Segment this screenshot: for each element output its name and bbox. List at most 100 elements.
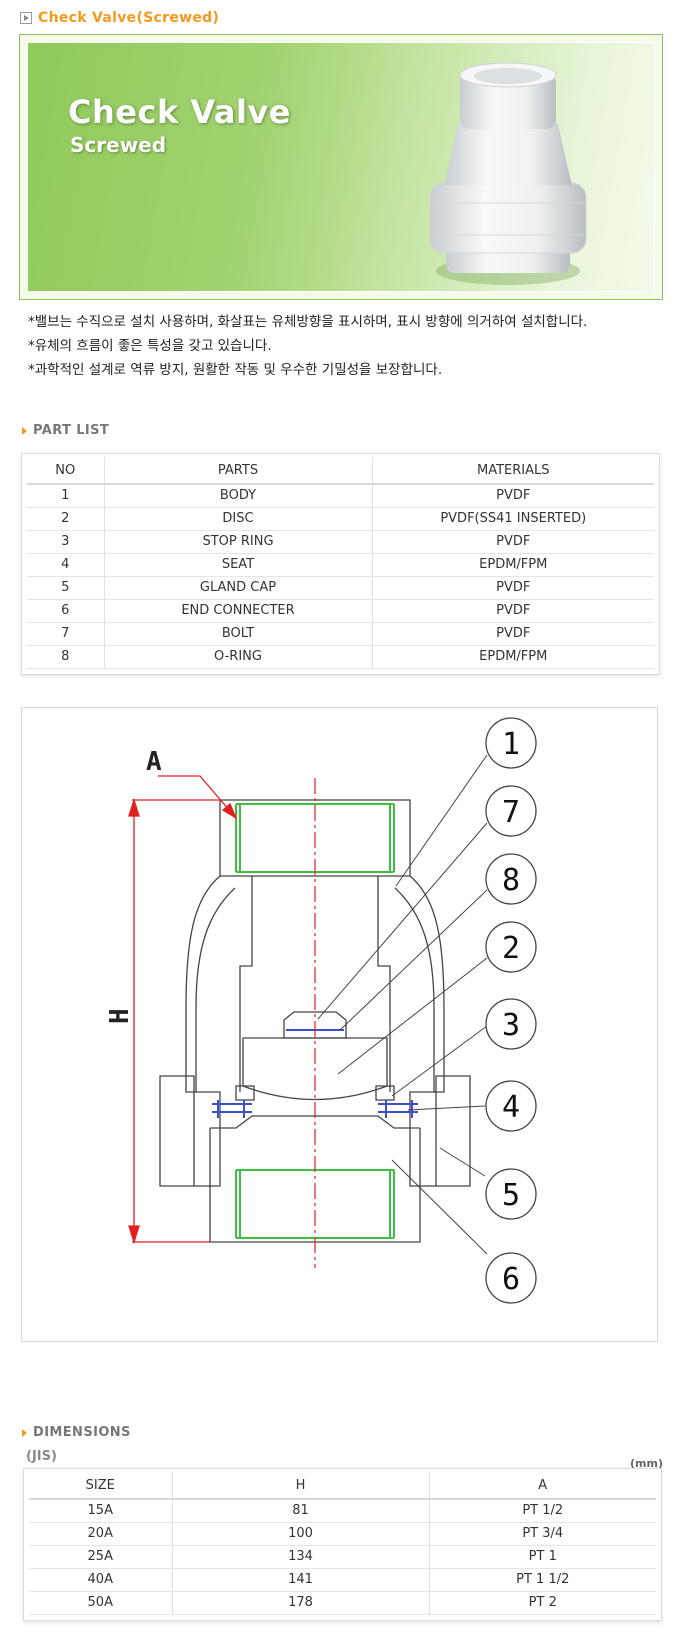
table-header-row: SIZE H A [29, 1472, 656, 1500]
leader-lines [317, 754, 488, 1255]
banner-title: Check Valve [68, 93, 291, 131]
callout-4: 4 [485, 1080, 537, 1132]
table-cell: DISC [103, 507, 372, 531]
callout-1: 1 [485, 717, 537, 769]
table-cell: 178 [171, 1591, 429, 1615]
table-cell: 40A [29, 1568, 172, 1592]
section-arrow-icon [22, 426, 27, 435]
table-cell: 100 [171, 1522, 429, 1546]
notes: *밸브는 수직으로 설치 사용하며, 화살표는 유체방향을 표시하며, 표시 방… [28, 310, 587, 382]
table-cell: 15A [29, 1499, 172, 1523]
valve-cross-section: H A 1 7 8 2 3 4 5 6 [105, 717, 537, 1304]
banner-subtitle: Screwed [70, 133, 167, 157]
table-cell: PVDF [371, 599, 654, 623]
svg-text:6: 6 [502, 1262, 520, 1297]
callout-5: 5 [485, 1168, 537, 1220]
part-list-label-text: PART LIST [33, 423, 110, 438]
table-cell: 8 [27, 645, 104, 669]
note-line: *과학적인 설계로 역류 방지, 원활한 작동 및 우수한 기밀성을 보장합니다… [28, 362, 443, 378]
callout-8: 8 [485, 853, 537, 905]
svg-text:4: 4 [502, 1090, 520, 1125]
table-header-row: NO PARTS MATERIALS [27, 457, 654, 485]
table-cell: PT 3/4 [428, 1522, 656, 1546]
table-cell: PVDF [371, 622, 654, 646]
note-line: *밸브는 수직으로 설치 사용하며, 화살표는 유체방향을 표시하며, 표시 방… [28, 314, 588, 330]
page-heading: Check Valve(Screwed) [20, 10, 219, 26]
table-cell: EPDM/FPM [371, 553, 654, 577]
dimension-a-label: A [146, 747, 162, 777]
table-cell: 134 [171, 1545, 429, 1569]
table-cell: STOP RING [103, 530, 372, 554]
table-cell: 141 [171, 1568, 429, 1592]
table-cell: 20A [29, 1522, 172, 1546]
table-cell: BOLT [103, 622, 372, 646]
svg-text:1: 1 [502, 727, 520, 762]
column-header: SIZE [29, 1472, 172, 1500]
table-cell: PT 1/2 [428, 1499, 656, 1523]
table-cell: 3 [27, 530, 104, 554]
table-cell: PVDF [371, 576, 654, 600]
section-arrow-icon [22, 1428, 27, 1437]
dimension-h-label: H [105, 1008, 135, 1024]
note-line: *유체의 흐름이 좋은 특성을 갖고 있습니다. [28, 338, 272, 354]
dimension-h [128, 797, 220, 1245]
table-cell: O-RING [103, 645, 372, 669]
column-header: NO [27, 457, 104, 485]
svg-text:5: 5 [502, 1178, 520, 1213]
page-title: Check Valve(Screwed) [38, 10, 220, 26]
dimension-a [158, 775, 238, 820]
svg-text:8: 8 [502, 863, 520, 898]
table-cell: 4 [27, 553, 104, 577]
jis-standard-label: (JIS) [26, 1449, 57, 1464]
table-cell: SEAT [103, 553, 372, 577]
table-cell: EPDM/FPM [371, 645, 654, 669]
callouts: 1 7 8 2 3 4 5 6 [485, 717, 537, 1304]
table-cell: BODY [103, 484, 372, 508]
banner-background: Check Valve Screwed [27, 42, 655, 292]
table-cell: PT 1 1/2 [428, 1568, 656, 1592]
callout-3: 3 [485, 998, 537, 1050]
column-header: PARTS [103, 457, 372, 485]
heading-marker-icon [20, 12, 32, 24]
svg-text:7: 7 [502, 795, 520, 830]
dimensions-label: DIMENSIONS [22, 1425, 131, 1440]
table-cell: 25A [29, 1545, 172, 1569]
valve-product-image [429, 62, 587, 285]
table-cell: PVDF [371, 530, 654, 554]
table-cell: 5 [27, 576, 104, 600]
callout-2: 2 [485, 921, 537, 973]
cross-section-diagram: H A 1 7 8 2 3 4 5 6 [21, 707, 658, 1342]
table-cell: PVDF [371, 484, 654, 508]
table-cell: PVDF(SS41 INSERTED) [371, 507, 654, 531]
product-banner: Check Valve Screwed [19, 34, 663, 300]
table-cell: 2 [27, 507, 104, 531]
table-cell: 50A [29, 1591, 172, 1615]
table-cell: 6 [27, 599, 104, 623]
svg-text:3: 3 [502, 1008, 520, 1043]
table-cell: 1 [27, 484, 104, 508]
callout-7: 7 [485, 785, 537, 837]
table-cell: 7 [27, 622, 104, 646]
unit-label: (mm) [630, 1457, 663, 1470]
column-header: H [171, 1472, 429, 1500]
table-cell: 81 [171, 1499, 429, 1523]
table-cell: PT 2 [428, 1591, 656, 1615]
table-cell: GLAND CAP [103, 576, 372, 600]
table-cell: END CONNECTER [103, 599, 372, 623]
dimensions-label-text: DIMENSIONS [33, 1425, 131, 1440]
svg-text:2: 2 [502, 931, 520, 966]
callout-6: 6 [485, 1252, 537, 1304]
